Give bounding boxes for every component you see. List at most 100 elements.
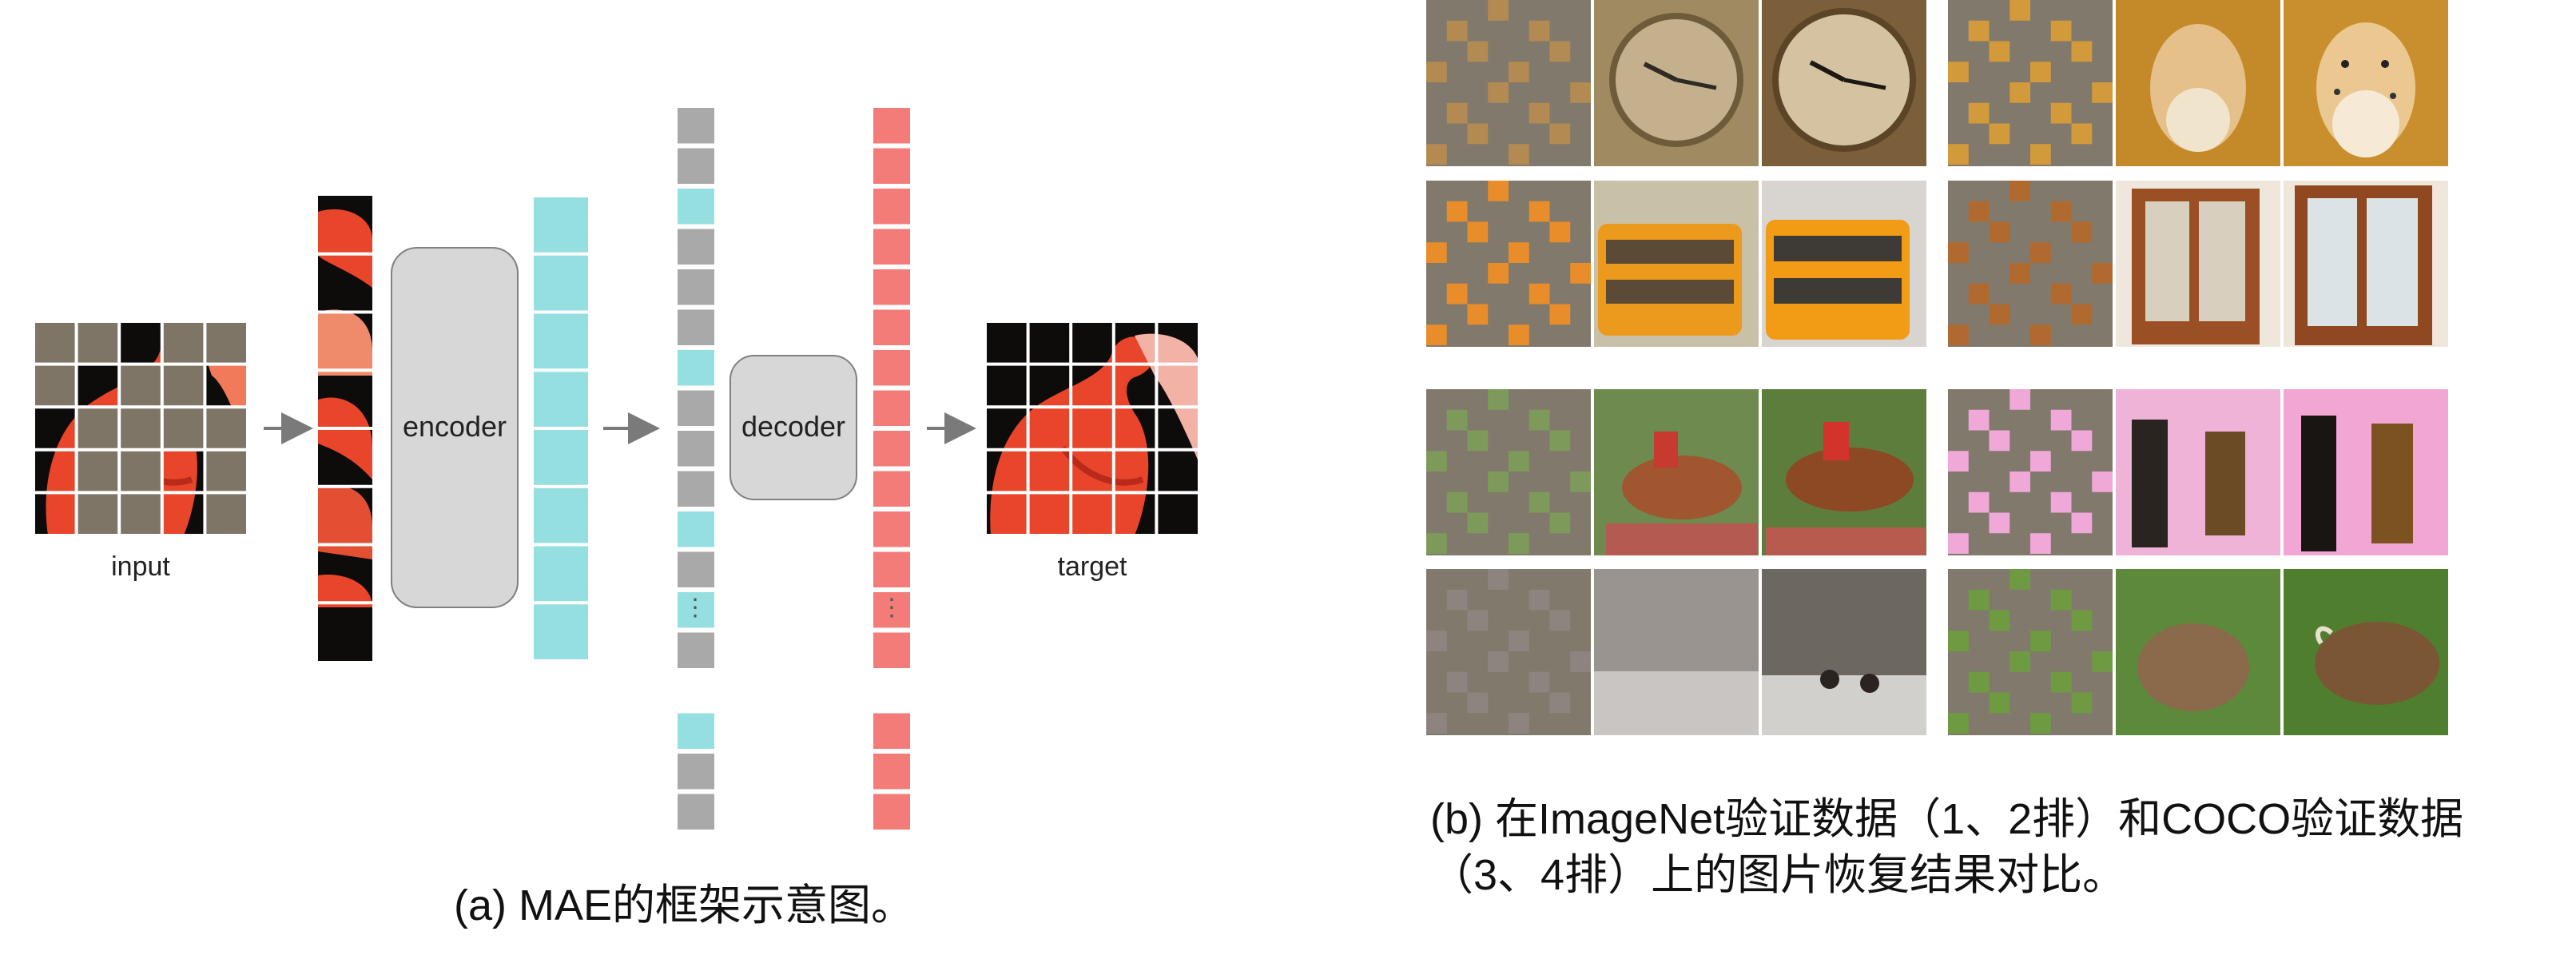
encoder-token xyxy=(534,313,588,369)
visible-patch xyxy=(1989,512,2010,534)
decoded-token xyxy=(873,269,910,305)
visible-patch xyxy=(1570,651,1591,672)
mask-token xyxy=(678,108,714,144)
visible-patch xyxy=(1426,451,1447,472)
mask-token xyxy=(678,309,714,345)
row1-left-clock xyxy=(1426,0,1926,166)
visible-patch xyxy=(2030,533,2051,554)
encoder-token xyxy=(534,430,588,485)
mask-patch xyxy=(119,492,162,535)
decoded-token xyxy=(873,148,910,184)
mask-token xyxy=(678,148,714,184)
visible-patch xyxy=(1549,692,1571,714)
mask-patch xyxy=(205,407,248,450)
visible-patch xyxy=(1509,451,1529,472)
visible-patch xyxy=(2050,201,2072,222)
visible-patch xyxy=(1426,713,1447,734)
visible-patch xyxy=(1948,713,1969,734)
visible-patch xyxy=(1488,82,1509,103)
visible-patch-strip xyxy=(318,196,372,661)
decoded-token xyxy=(873,794,910,830)
visible-patch xyxy=(1529,671,1550,693)
visible-token xyxy=(678,189,714,225)
visible-patch xyxy=(1989,221,2010,243)
token-ellipsis: ⋮ xyxy=(683,595,707,621)
target-patch-grid xyxy=(984,320,1201,537)
mask-patch xyxy=(34,321,77,364)
visible-patch xyxy=(1488,651,1509,672)
mask-patch xyxy=(76,492,120,535)
visible-patch xyxy=(1446,491,1468,513)
visible-patch xyxy=(2010,389,2030,410)
visible-patch xyxy=(1467,41,1489,62)
visible-patch xyxy=(1948,451,1969,472)
mask-token xyxy=(678,229,714,265)
visible-patch xyxy=(1467,512,1489,534)
visible-patch xyxy=(1509,533,1529,554)
visible-patch xyxy=(1467,123,1489,145)
caption-b-line2: （3、4排）上的图片恢复结果对比。 xyxy=(1430,851,2126,899)
visible-patch xyxy=(1549,41,1571,62)
decoded-token xyxy=(873,189,910,225)
encoder-token xyxy=(534,255,588,311)
visible-patch xyxy=(1570,82,1591,103)
visible-patch xyxy=(1426,144,1447,165)
visible-patch xyxy=(1968,102,1990,124)
visible-patch xyxy=(2071,304,2093,325)
row1-right-cheetah xyxy=(1948,0,2448,166)
visible-patch xyxy=(2071,692,2093,714)
mask-token xyxy=(678,754,714,790)
visible-patch xyxy=(2092,263,2113,284)
visible-patch xyxy=(1509,631,1529,651)
mask-patch xyxy=(161,407,205,450)
decoded-token xyxy=(873,754,910,790)
visible-patch xyxy=(2050,102,2072,124)
visible-patch xyxy=(2071,41,2093,62)
visible-patch xyxy=(2030,451,2051,472)
mask-token xyxy=(678,794,714,830)
visible-patch xyxy=(1509,713,1529,734)
visible-patch xyxy=(2071,610,2093,631)
decoded-token xyxy=(873,229,910,265)
visible-patch xyxy=(1488,181,1509,201)
decoded-token xyxy=(873,350,910,386)
encoder-label: encoder xyxy=(403,410,507,443)
visible-patch xyxy=(2010,569,2030,590)
visible-patch xyxy=(2010,651,2030,672)
visible-patch xyxy=(1467,221,1489,243)
visible-patch xyxy=(1446,589,1468,611)
visible-patch xyxy=(1968,201,1990,222)
decoded-token xyxy=(873,713,910,749)
visible-patch xyxy=(2030,144,2051,165)
visible-patch xyxy=(1989,304,2010,325)
caption-a: (a) MAE的框架示意图。 xyxy=(453,881,915,929)
mask-patch xyxy=(76,449,120,493)
visible-patch xyxy=(2050,671,2072,693)
visible-patch xyxy=(2010,181,2030,201)
visible-patch xyxy=(2010,472,2030,492)
decoded-token xyxy=(873,632,910,668)
visible-patch xyxy=(2092,82,2113,103)
visible-patch xyxy=(2071,430,2093,452)
decoded-token xyxy=(873,108,910,144)
decoded-token xyxy=(873,431,910,467)
visible-token xyxy=(678,713,714,749)
visible-patch xyxy=(1509,242,1529,263)
visible-patch xyxy=(1446,283,1468,304)
reconstruction-results-grid xyxy=(1426,0,2448,735)
visible-patch xyxy=(1968,20,1990,42)
visible-token xyxy=(678,592,714,628)
visible-patch xyxy=(1488,0,1509,21)
visible-patch xyxy=(2050,491,2072,513)
encoded-token-column xyxy=(534,197,588,659)
row4-left-street-scene xyxy=(1426,569,1926,735)
visible-patch xyxy=(1989,692,2010,714)
decoded-token-column xyxy=(873,108,910,830)
mask-patch xyxy=(161,321,205,364)
visible-patch xyxy=(1549,123,1571,145)
encoder-token xyxy=(534,604,588,659)
visible-patch xyxy=(1488,472,1509,492)
visible-patch xyxy=(2030,324,2051,345)
mask-patch xyxy=(205,321,248,364)
